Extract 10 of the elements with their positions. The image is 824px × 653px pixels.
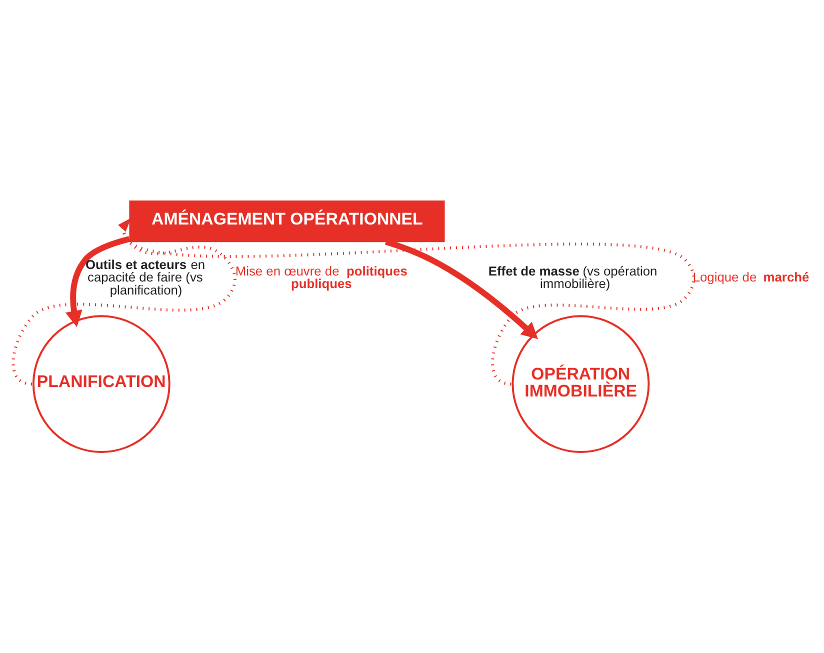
edge-label: Mise en œuvre de politiques publiques [235, 263, 408, 292]
node-box: AMÉNAGEMENT OPÉRATIONNEL [129, 200, 445, 242]
edge-label: Logique de marché [692, 269, 810, 284]
edge-label: Effet de masse (vs opération immobilière) [488, 263, 658, 292]
arrow [12, 218, 236, 386]
arrow [65, 236, 130, 328]
arrow [118, 218, 695, 386]
node-circle: OPÉRATION IMMOBILIÈRE [512, 315, 650, 454]
node-circle: PLANIFICATION [32, 315, 170, 454]
edge-label: Outils et acteurs en capacité de faire (vs planification) [86, 256, 206, 298]
